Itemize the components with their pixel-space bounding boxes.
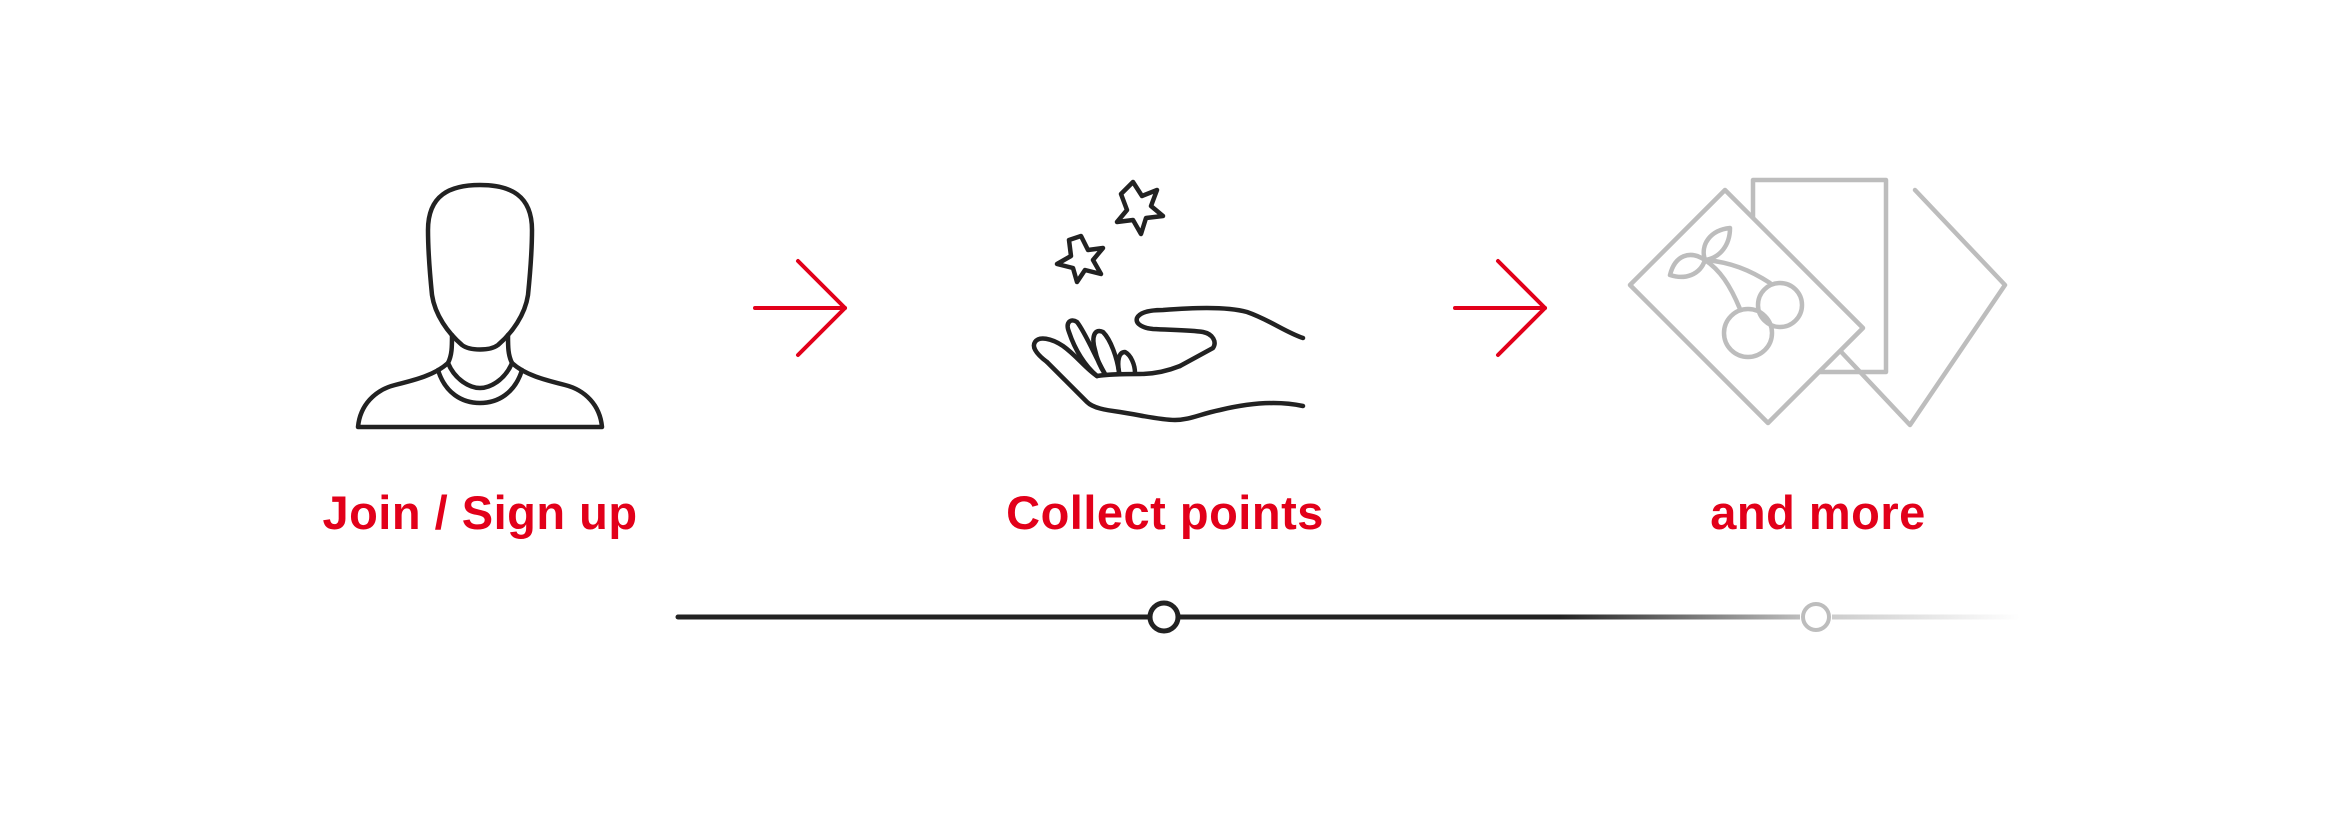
timeline-marker-next <box>1801 602 1831 632</box>
step-label-join: Join / Sign up <box>322 486 638 539</box>
step-label-collect-points: Collect points <box>1006 486 1324 539</box>
timeline-marker-current <box>1147 600 1181 634</box>
step-label-and-more: and more <box>1710 486 1926 539</box>
cards-with-cherries-icon <box>1627 177 2008 428</box>
hand-with-stars-icon <box>1031 179 1306 423</box>
arrow-right-icon <box>753 259 847 357</box>
arrow-right-icon <box>1453 259 1547 357</box>
person-icon <box>355 182 605 430</box>
